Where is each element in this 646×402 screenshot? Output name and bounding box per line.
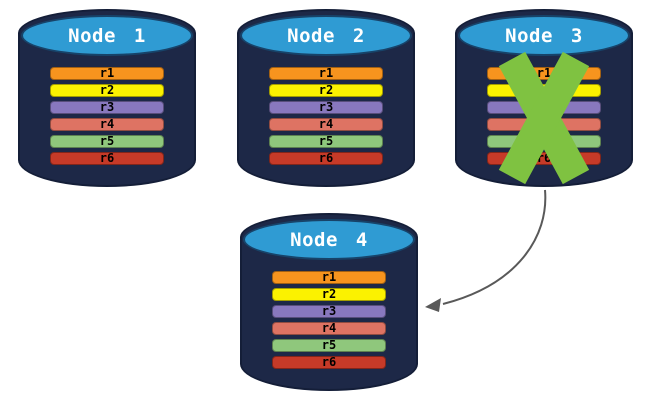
record-bar-r1: r1 <box>269 67 383 80</box>
record-bar-r1: r1 <box>272 271 386 284</box>
record-label: r3 <box>99 100 115 114</box>
node-label: Node 1 <box>68 24 146 47</box>
record-label: r6 <box>99 151 115 165</box>
record-bar-r2: r2 <box>50 84 164 97</box>
failover-arrowhead-icon <box>425 298 441 312</box>
record-label: r5 <box>318 134 334 148</box>
record-label: r4 <box>321 321 337 335</box>
record-label: r1 <box>99 66 115 80</box>
record-label: r1 <box>318 66 334 80</box>
database-cylinder-top: Node 3 <box>458 15 630 56</box>
record-label: r5 <box>321 338 337 352</box>
record-label: r1 <box>321 270 337 284</box>
record-label: r4 <box>99 117 115 131</box>
node-3: Node 3 r1 r2 r3 r4 r5 r6 <box>455 9 633 187</box>
record-bar-r3: r3 <box>269 101 383 114</box>
failure-x-icon <box>498 51 590 185</box>
node-label: Node 4 <box>290 228 368 251</box>
record-list: r1 r2 r3 r4 r5 r6 <box>272 271 386 373</box>
record-label: r4 <box>318 117 334 131</box>
database-cylinder-top: Node 2 <box>240 15 412 56</box>
node-label: Node 2 <box>287 24 365 47</box>
record-bar-r4: r4 <box>50 118 164 131</box>
record-list: r1 r2 r3 r4 r5 r6 <box>269 67 383 169</box>
record-label: r3 <box>321 304 337 318</box>
node-2: Node 2 r1 r2 r3 r4 r5 r6 <box>237 9 415 187</box>
node-label: Node 3 <box>505 24 583 47</box>
record-label: r2 <box>321 287 337 301</box>
record-bar-r4: r4 <box>272 322 386 335</box>
record-bar-r1: r1 <box>50 67 164 80</box>
database-cylinder-top: Node 4 <box>243 219 415 260</box>
record-bar-r5: r5 <box>272 339 386 352</box>
record-label: r5 <box>99 134 115 148</box>
record-label: r6 <box>321 355 337 369</box>
record-label: r6 <box>318 151 334 165</box>
record-bar-r5: r5 <box>50 135 164 148</box>
node-1: Node 1 r1 r2 r3 r4 r5 r6 <box>18 9 196 187</box>
record-bar-r2: r2 <box>269 84 383 97</box>
record-label: r2 <box>99 83 115 97</box>
record-label: r3 <box>318 100 334 114</box>
database-cylinder-top: Node 1 <box>21 15 193 56</box>
record-bar-r5: r5 <box>269 135 383 148</box>
record-bar-r6: r6 <box>50 152 164 165</box>
record-bar-r3: r3 <box>50 101 164 114</box>
record-bar-r6: r6 <box>272 356 386 369</box>
node-4: Node 4 r1 r2 r3 r4 r5 r6 <box>240 213 418 391</box>
record-list: r1 r2 r3 r4 r5 r6 <box>50 67 164 169</box>
record-label: r1 <box>536 66 552 80</box>
record-bar-r4: r4 <box>269 118 383 131</box>
record-bar-r3: r3 <box>272 305 386 318</box>
record-bar-r2: r2 <box>272 288 386 301</box>
record-label: r2 <box>318 83 334 97</box>
failover-arrow-line <box>442 189 547 305</box>
failover-arrow <box>425 189 547 312</box>
record-bar-r6: r6 <box>269 152 383 165</box>
